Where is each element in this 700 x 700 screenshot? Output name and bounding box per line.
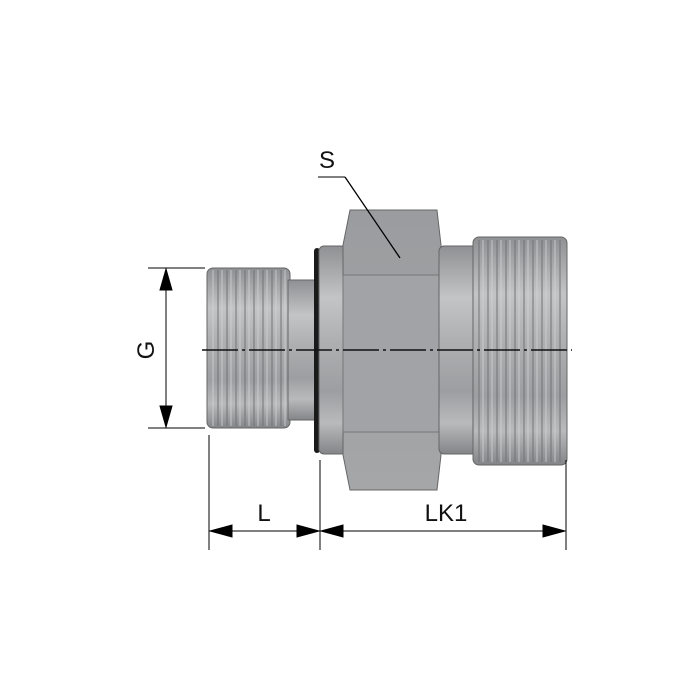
g-label: G (133, 341, 160, 360)
s-callout: S (318, 147, 401, 259)
s-label: S (319, 147, 335, 174)
g-dimension (148, 267, 205, 429)
length-dimensions (208, 435, 567, 550)
right-thread (472, 236, 568, 466)
lk1-label: LK1 (425, 500, 468, 527)
left-thread (206, 267, 291, 429)
l-label: L (257, 500, 270, 527)
